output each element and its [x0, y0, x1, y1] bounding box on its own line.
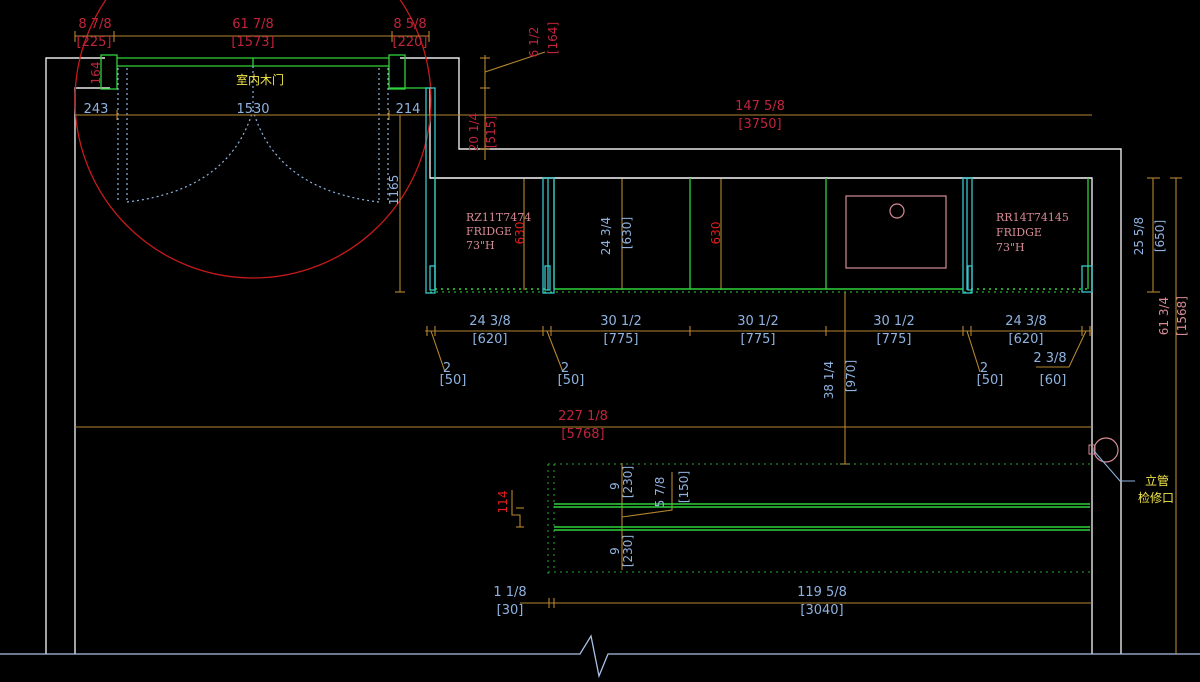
break-line	[0, 634, 1200, 679]
dim-shelf-bottom-imperial: 9	[608, 547, 622, 555]
dim-run-5-imperial: 24 3/8	[1005, 314, 1047, 329]
dim-right-depth-metric: [650]	[1153, 220, 1167, 252]
dim-right-depth-imperial: 25 5/8	[1132, 217, 1146, 255]
door: 室内木门	[74, 0, 432, 279]
filler-panel	[425, 87, 436, 294]
dim-gap-4-metric: [60]	[1040, 373, 1067, 388]
riser-note-line1: 立管	[1145, 473, 1169, 488]
dim-shelf-thk-imperial: 5 7/8	[653, 477, 667, 508]
inner-wall-left	[74, 87, 110, 654]
dim-step-short-imperial: 6 1/2	[527, 27, 541, 58]
dim-gap-2-imperial: 2	[561, 361, 569, 376]
dim-run-1-metric: [620]	[473, 332, 508, 347]
dim-run-4-imperial: 30 1/2	[873, 314, 915, 329]
fridge-left-model: RZ11T7474	[466, 211, 531, 224]
dim-total-depth-imperial: 61 3/4	[1157, 297, 1171, 335]
sink	[845, 195, 947, 269]
dim-door-opening-metric: [1573]	[231, 35, 274, 50]
dim-run-width-metric: [3750]	[738, 117, 781, 132]
dim-cab-depth-imperial: 24 3/4	[599, 217, 613, 255]
riser-pipe-circle	[1093, 437, 1119, 463]
dim-aisle-metric: [970]	[844, 360, 858, 392]
dim-gap-4-imperial: 2 3/8	[1033, 351, 1066, 366]
dim-door-right-metric: [220]	[393, 35, 428, 50]
dim-room-width-metric: [5768]	[561, 427, 604, 442]
door-label: 室内木门	[236, 72, 284, 87]
door-jamb-left	[100, 54, 118, 90]
fridge-right-height: 73"H	[996, 241, 1025, 254]
dim-gap-3-metric: [50]	[977, 373, 1004, 388]
dim-door-opening-imperial: 61 7/8	[232, 17, 274, 32]
faucet	[889, 203, 905, 219]
dim-gap-3-imperial: 2	[980, 361, 988, 376]
dim-cab-depth-metric: [630]	[620, 217, 634, 249]
dim-door-left-metric: [225]	[77, 35, 112, 50]
dim-door-opening-clear: 1530	[236, 102, 269, 117]
dim-run-width-imperial: 147 5/8	[735, 99, 785, 114]
dim-room-width-imperial: 227 1/8	[558, 409, 608, 424]
dim-shelf-length-metric: [3040]	[800, 603, 843, 618]
dimension-lines	[74, 31, 1182, 654]
dim-run-3-metric: [775]	[741, 332, 776, 347]
dim-run-4-metric: [775]	[877, 332, 912, 347]
dim-step-depth-imperial: 20 1/4	[467, 113, 481, 151]
dim-shelf-length-imperial: 119 5/8	[797, 585, 847, 600]
dim-aisle-imperial: 38 1/4	[822, 361, 836, 399]
dim-run-5-metric: [620]	[1009, 332, 1044, 347]
riser-note-line2: 检修口	[1138, 490, 1174, 505]
dim-door-right-clear: 214	[396, 102, 421, 117]
fridge-left-type: FRIDGE	[466, 225, 512, 238]
dim-step-short-metric: [164]	[546, 22, 560, 54]
dim-gap-2-metric: [50]	[558, 373, 585, 388]
dim-door-left-imperial: 8 7/8	[78, 17, 111, 32]
shelf-area	[547, 463, 1090, 578]
outer-wall-left	[45, 57, 105, 654]
fridge-right-model: RR14T74145	[996, 211, 1069, 224]
dim-shelf-thk-metric: [150]	[677, 471, 691, 503]
dim-run-1-imperial: 24 3/8	[469, 314, 511, 329]
door-swing-circle	[74, 0, 432, 279]
dim-run-2-metric: [775]	[604, 332, 639, 347]
dim-depth-label-2: 630	[709, 222, 723, 245]
dim-gap-1-imperial: 2	[443, 361, 451, 376]
dim-left-offset-metric: [30]	[497, 603, 524, 618]
cabinet-run: RZ11T7474 FRIDGE 73"H RR14T74145 FRIDGE …	[425, 87, 1093, 294]
dim-shelf-bottom-metric: [230]	[621, 535, 635, 567]
dim-left-offset-imperial: 1 1/8	[493, 585, 526, 600]
dim-step-depth-metric: [515]	[484, 116, 498, 148]
dim-shelf-red: 114	[496, 491, 510, 514]
dim-total-depth-metric: [1568]	[1175, 296, 1189, 336]
dim-shelf-top-metric: [230]	[621, 466, 635, 498]
dim-door-left-clear: 243	[84, 102, 109, 117]
outer-wall-top-right	[400, 57, 1122, 654]
dim-run-3-imperial: 30 1/2	[737, 314, 779, 329]
riser-access: 立管 检修口	[1088, 437, 1174, 505]
dim-run-2-imperial: 30 1/2	[600, 314, 642, 329]
dim-door-right-imperial: 8 5/8	[393, 17, 426, 32]
door-jamb-right	[388, 54, 406, 90]
dim-swing-depth: 1165	[387, 175, 401, 206]
inner-wall-top-right	[429, 88, 1093, 654]
dim-shelf-top-imperial: 9	[608, 482, 622, 490]
walls	[45, 57, 1122, 654]
dim-depth-label-1: 630	[513, 222, 527, 245]
dim-jamb-depth: 164	[89, 62, 103, 85]
fridge-right-type: FRIDGE	[996, 226, 1042, 239]
fridge-left-height: 73"H	[466, 239, 495, 252]
dim-gap-1-metric: [50]	[440, 373, 467, 388]
